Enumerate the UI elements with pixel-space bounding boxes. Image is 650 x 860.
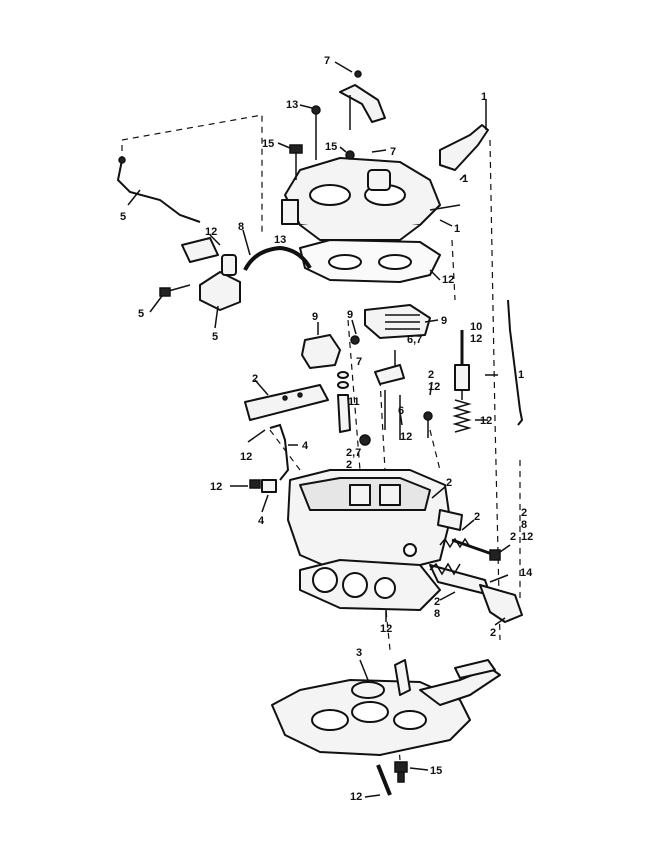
vacuum-break bbox=[159, 237, 241, 311]
callout-12-left: 12 bbox=[240, 451, 252, 463]
callout-5-pulloff: 5 bbox=[212, 331, 218, 343]
callout-2-lower: 2 bbox=[490, 627, 496, 639]
choke-lever-top bbox=[339, 84, 386, 130]
float-bowl bbox=[287, 469, 463, 571]
air-horn-gasket bbox=[299, 239, 441, 283]
callout-2-strip: 2 bbox=[252, 373, 258, 385]
float-assembly bbox=[364, 304, 431, 339]
callout-7-small: 7 bbox=[356, 356, 362, 368]
callout-1-right-a: 1 bbox=[462, 173, 468, 185]
callout-12-spring: 12 bbox=[480, 415, 492, 427]
callout-12-screw: 12 bbox=[400, 431, 412, 443]
callout-6: 6 bbox=[398, 405, 404, 417]
callout-15-b: 15 bbox=[325, 141, 337, 153]
bowl-screws bbox=[439, 537, 501, 561]
pump-plunger bbox=[452, 330, 472, 433]
throttle-shaft bbox=[429, 562, 523, 623]
callout-1-rod: 1 bbox=[518, 369, 524, 381]
baffle-strip bbox=[244, 384, 329, 421]
callout-9-b: 9 bbox=[347, 309, 353, 321]
callout-12-choke: 12 bbox=[205, 226, 217, 238]
pump-link bbox=[249, 423, 290, 493]
callout-12-gasket: 12 bbox=[442, 274, 454, 286]
callout-5-screw: 5 bbox=[138, 308, 144, 320]
callout-5-rod: 5 bbox=[120, 211, 126, 223]
callout-15-bottom: 15 bbox=[430, 765, 442, 777]
air-horn-assembly bbox=[281, 157, 441, 241]
callout-labels: 7 1 13 15 7 15 1 1 5 12 8 13 12 5 5 9 9 … bbox=[120, 55, 533, 803]
metering-rods bbox=[374, 350, 405, 440]
throttle-body bbox=[271, 659, 501, 756]
callout-4-a: 4 bbox=[302, 440, 309, 452]
bottom-screws bbox=[376, 761, 408, 796]
callout-4-b: 4 bbox=[258, 515, 265, 527]
callout-15-a: 15 bbox=[262, 138, 274, 150]
choke-cam-lever bbox=[429, 100, 489, 211]
callout-2-screw-a: 2 bbox=[474, 511, 480, 523]
callout-8-hose: 8 bbox=[238, 221, 244, 233]
leader-lines bbox=[127, 61, 511, 798]
callout-6-7: 6,7 bbox=[407, 334, 422, 346]
callout-9-c: 9 bbox=[441, 315, 447, 327]
callout-12-clip: 12 bbox=[210, 481, 222, 493]
callout-12-bottom: 12 bbox=[350, 791, 362, 803]
callout-3: 3 bbox=[356, 647, 362, 659]
choke-rod bbox=[116, 156, 201, 223]
callout-12-base: 12 bbox=[380, 623, 392, 635]
vacuum-hose bbox=[243, 245, 312, 271]
callout-9-a: 9 bbox=[312, 311, 318, 323]
callout-1-right-b: 1 bbox=[454, 223, 460, 235]
needle-seat-parts bbox=[337, 371, 433, 446]
throttle-rod bbox=[507, 299, 524, 426]
callout-13-lower: 13 bbox=[274, 234, 286, 246]
callout-2-screw-b: 2 bbox=[510, 531, 516, 543]
callout-11: 11 bbox=[348, 396, 360, 408]
callout-7-top: 7 bbox=[324, 55, 330, 67]
callout-7-mid: 7 bbox=[390, 146, 396, 158]
callout-1-top-right: 1 bbox=[481, 91, 487, 103]
callout-2-bowl: 2 bbox=[446, 477, 452, 489]
air-horn-screws bbox=[289, 70, 362, 180]
base-gasket-plate bbox=[299, 559, 441, 611]
callout-14: 14 bbox=[520, 567, 533, 579]
callout-13-upper: 13 bbox=[286, 99, 298, 111]
hinge-pin-part bbox=[301, 334, 360, 369]
